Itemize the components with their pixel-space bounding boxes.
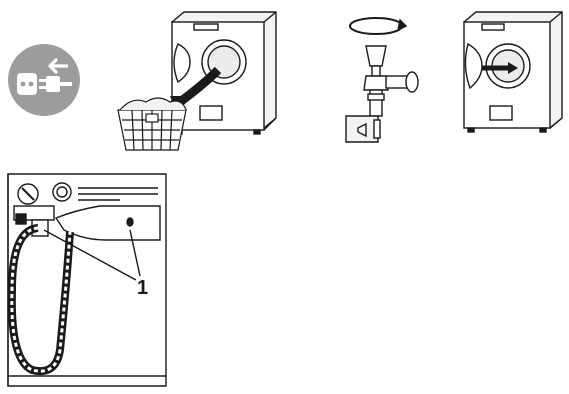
remove-laundry-illustration <box>112 10 282 158</box>
door-open-illustration <box>460 10 566 138</box>
close-tap-illustration <box>330 10 430 158</box>
unplug-illustration <box>6 42 82 118</box>
callout-label-1: 1 <box>137 278 148 298</box>
laundry-basket-icon <box>112 10 282 158</box>
water-tap-icon <box>330 10 430 158</box>
unplug-icon <box>6 42 82 118</box>
open-door-icon <box>460 10 566 138</box>
